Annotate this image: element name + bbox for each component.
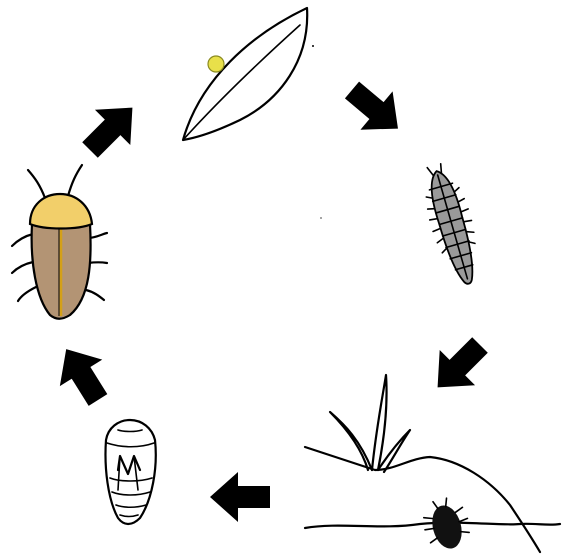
larva-in-soil-icon — [305, 375, 560, 554]
cycle-arrow-1 — [336, 71, 414, 148]
firefly-egg — [208, 56, 224, 72]
cycle-arrow-2 — [420, 327, 498, 405]
pupa-icon — [106, 420, 156, 524]
cycle-arrow-5 — [72, 90, 150, 168]
egg-on-leaf-icon — [183, 8, 314, 140]
cycle-arrow-3 — [210, 472, 270, 522]
cycle-arrow-4 — [45, 336, 119, 413]
adult-firefly-icon — [12, 165, 107, 319]
larva-icon — [416, 160, 488, 289]
